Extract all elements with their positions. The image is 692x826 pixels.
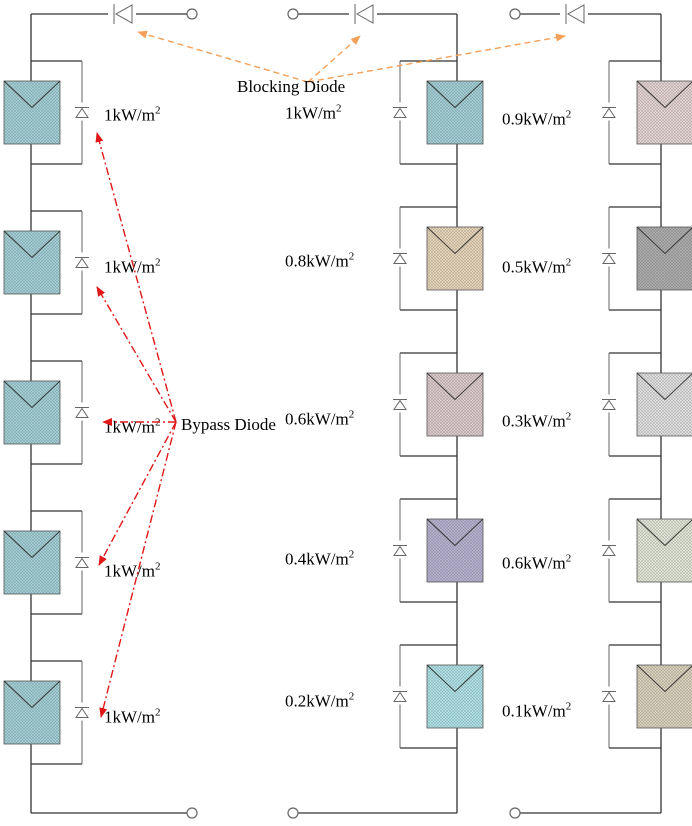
irradiance-label: 0.8kW/m2 — [285, 251, 354, 271]
pv-panel — [3, 230, 61, 295]
irradiance-label: 1kW/m2 — [104, 707, 161, 727]
blocking-arrow-3 — [307, 33, 566, 83]
bypass-diode — [602, 399, 616, 410]
irradiance-labels: 1kW/m2 1kW/m2 1kW/m2 1kW/m2 1kW/m2 1kW/m2 0.8k… — [104, 103, 571, 727]
pv-panel — [3, 380, 61, 445]
irradiance-label: 1kW/m2 — [104, 417, 161, 437]
bypass-diode-annotation: Bypass Diode — [95, 132, 276, 718]
pv-panel — [426, 226, 484, 291]
bypass-diode — [602, 691, 616, 702]
pv-panel — [3, 680, 61, 745]
pv-panel — [426, 664, 484, 729]
string-terminal-positive — [186, 8, 198, 20]
blocking-diode — [565, 4, 585, 24]
bypass-diode — [75, 257, 89, 268]
pv-panel — [426, 80, 484, 145]
bypass-diode — [393, 691, 407, 702]
irradiance-label: 0.9kW/m2 — [502, 109, 571, 129]
irradiance-label: 0.6kW/m2 — [285, 409, 354, 429]
irradiance-label: 0.5kW/m2 — [502, 257, 571, 277]
blocking-diode-annotation: Blocking Diode — [137, 30, 566, 96]
irradiance-label: 1kW/m2 — [104, 257, 161, 277]
circuit-wiring — [3, 4, 692, 819]
bypass-arrow-4 — [98, 421, 177, 566]
bypass-diode — [602, 107, 616, 118]
string-terminal-positive — [509, 8, 521, 20]
bypass-diode — [393, 253, 407, 264]
irradiance-label: 0.1kW/m2 — [502, 701, 571, 721]
pv-panel — [636, 372, 692, 437]
pv-panel — [636, 80, 692, 145]
irradiance-label: 0.6kW/m2 — [502, 553, 571, 573]
pv-panel — [636, 226, 692, 291]
pv-panel — [636, 518, 692, 583]
irradiance-label: 1kW/m2 — [104, 105, 161, 125]
string-terminal-negative — [287, 807, 299, 819]
bypass-diode — [393, 107, 407, 118]
blocking-arrow-1 — [137, 30, 309, 83]
bypass-diode — [602, 253, 616, 264]
bypass-diode-label: Bypass Diode — [181, 415, 276, 434]
bypass-diode — [75, 557, 89, 568]
bypass-diode — [75, 407, 89, 418]
bypass-arrow-1 — [95, 132, 177, 423]
irradiance-label: 1kW/m2 — [285, 103, 342, 123]
blocking-diode — [354, 4, 374, 24]
pv-panel — [3, 530, 61, 595]
pv-panel — [426, 372, 484, 437]
bypass-diode — [75, 707, 89, 718]
bypass-arrow-2 — [96, 286, 177, 423]
irradiance-label: 1kW/m2 — [104, 561, 161, 581]
irradiance-label: 0.4kW/m2 — [285, 549, 354, 569]
blocking-arrow-2 — [307, 35, 361, 83]
blocking-diode-label: Blocking Diode — [237, 77, 345, 96]
string-terminal-negative — [186, 807, 198, 819]
bypass-diode — [75, 107, 89, 118]
bypass-diode — [602, 545, 616, 556]
bypass-diode — [393, 399, 407, 410]
pv-panel — [3, 80, 61, 145]
bypass-arrow-5 — [99, 421, 177, 718]
pv-panel — [426, 518, 484, 583]
irradiance-label: 0.2kW/m2 — [285, 691, 354, 711]
blocking-diode — [113, 4, 133, 24]
string-terminal-negative — [509, 807, 521, 819]
string-terminal-positive — [287, 8, 299, 20]
bypass-diode — [393, 545, 407, 556]
irradiance-label: 0.3kW/m2 — [502, 411, 571, 431]
pv-panel — [636, 664, 692, 729]
